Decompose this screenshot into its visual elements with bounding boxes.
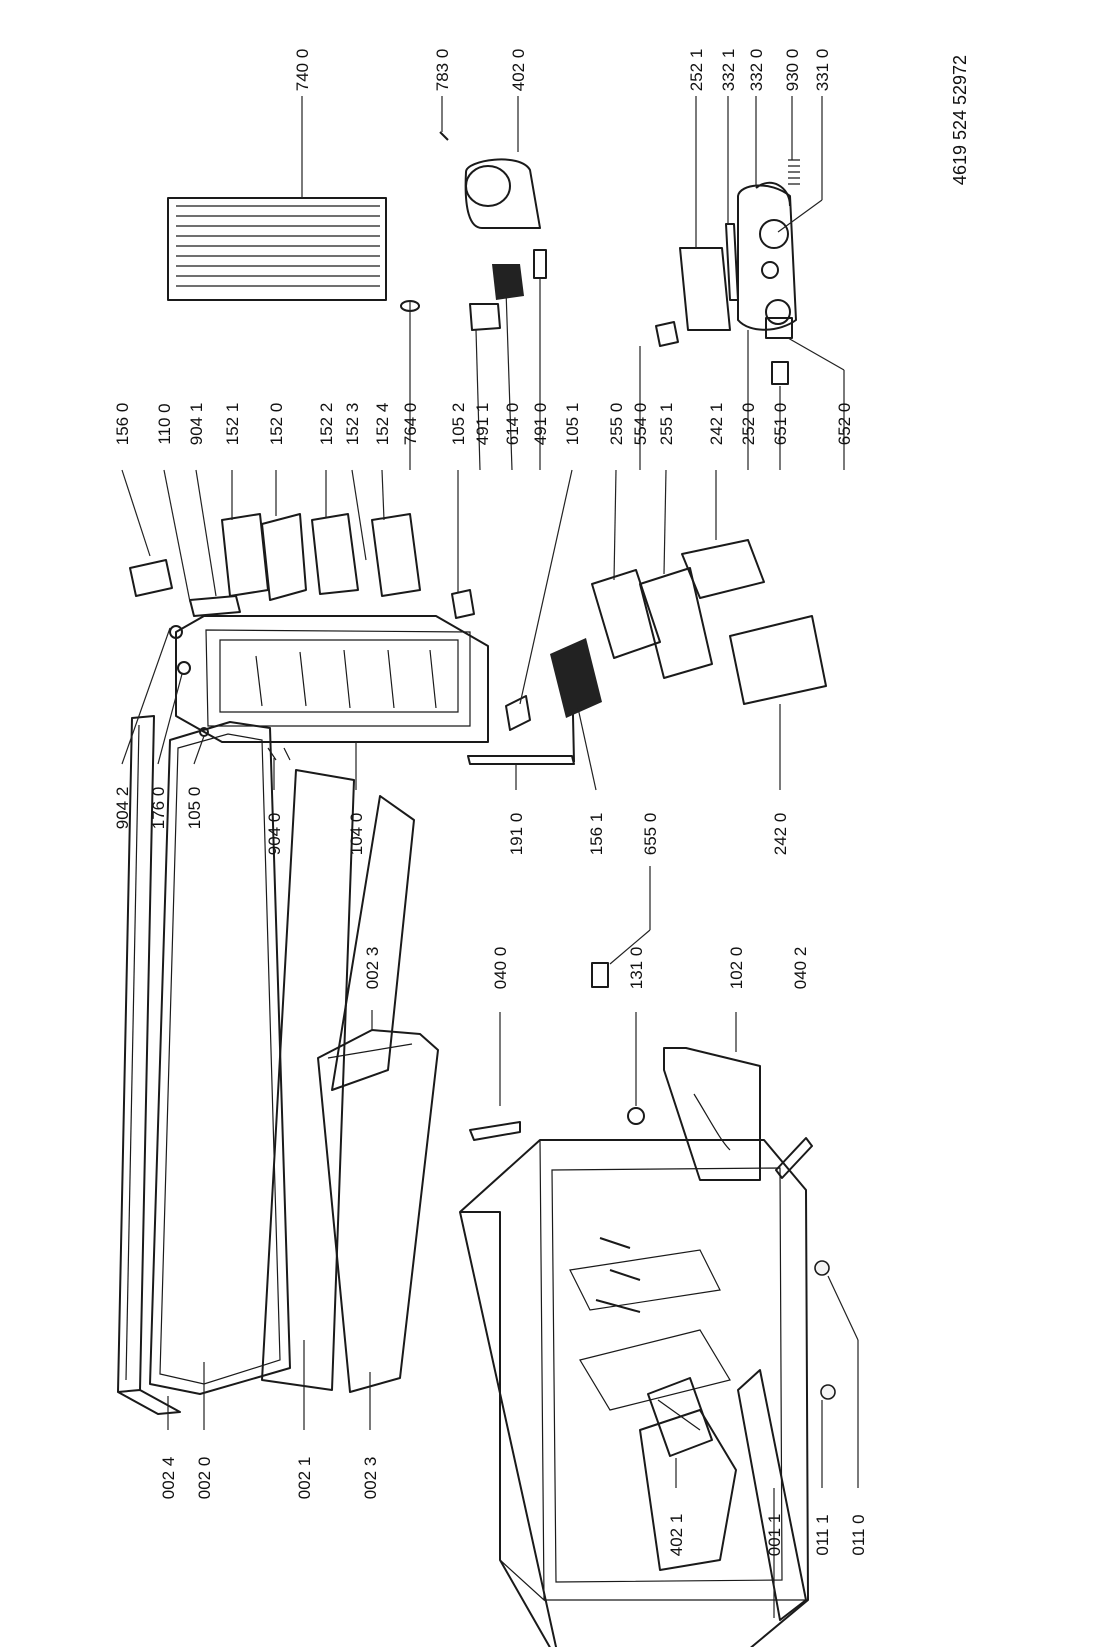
part-label: 152 4	[373, 403, 392, 446]
part-label: 651 0	[771, 403, 790, 446]
part-label: 176 0	[149, 787, 168, 830]
part-label: 002 3	[363, 947, 382, 990]
document-code: 4619 524 52972	[950, 55, 970, 185]
part-label: 152 1	[223, 403, 242, 446]
part-label: 332 0	[747, 49, 766, 92]
part-label: 110 0	[155, 403, 174, 444]
part-label: 554 0	[631, 403, 650, 446]
part-label: 402 0	[509, 49, 528, 92]
part-label: 152 2	[317, 403, 336, 446]
part-label: 252 1	[687, 49, 706, 92]
part-label: 002 3	[361, 1457, 380, 1500]
part-label: 040 2	[791, 947, 810, 990]
part-label: 105 0	[185, 787, 204, 830]
part-label: 652 0	[835, 403, 854, 446]
part-label: 764 0	[401, 403, 420, 446]
part-labels: 002 4 002 0 002 1 002 3 402 1 001 1 011 …	[113, 49, 970, 1557]
part-label: 331 0	[813, 49, 832, 92]
door-liner-drawing	[129, 513, 827, 765]
part-label: 242 0	[771, 813, 790, 856]
part-label: 152 3	[343, 403, 362, 446]
part-label: 740 0	[293, 49, 312, 92]
part-label: 904 2	[113, 787, 132, 830]
part-label: 930 0	[783, 49, 802, 92]
part-label: 255 1	[657, 403, 676, 446]
part-label: 614 0	[503, 403, 522, 446]
part-label: 011 1	[813, 1514, 832, 1555]
part-label: 156 1	[587, 813, 606, 856]
part-label: 402 1	[667, 1514, 686, 1557]
part-label: 001 1	[765, 1514, 784, 1557]
part-label: 040 0	[491, 947, 510, 990]
part-label: 131 0	[627, 947, 646, 990]
part-label: 002 4	[159, 1457, 178, 1500]
part-label: 104 0	[347, 813, 366, 856]
part-label: 332 1	[719, 49, 738, 92]
part-label: 783 0	[433, 49, 452, 92]
refrigeration-unit-drawing	[167, 131, 800, 385]
part-label: 491 1	[473, 403, 492, 446]
part-label: 102 0	[727, 947, 746, 990]
part-label: 002 1	[295, 1457, 314, 1500]
part-label: 002 0	[195, 1457, 214, 1500]
part-label: 152 0	[267, 403, 286, 446]
cabinet-drawing	[459, 962, 836, 1647]
part-label: 904 0	[265, 813, 284, 856]
part-label: 255 0	[607, 403, 626, 446]
part-label: 242 1	[707, 403, 726, 446]
part-label: 156 0	[113, 403, 132, 446]
part-label: 491 0	[531, 403, 550, 446]
part-label: 191 0	[507, 813, 526, 856]
leader-lines	[121, 96, 859, 1618]
part-label: 011 0	[849, 1514, 868, 1555]
part-label: 904 1	[187, 403, 206, 446]
part-label: 252 0	[739, 403, 758, 446]
part-label: 105 2	[449, 403, 468, 446]
part-label: 105 1	[563, 403, 582, 446]
part-label: 655 0	[641, 813, 660, 856]
